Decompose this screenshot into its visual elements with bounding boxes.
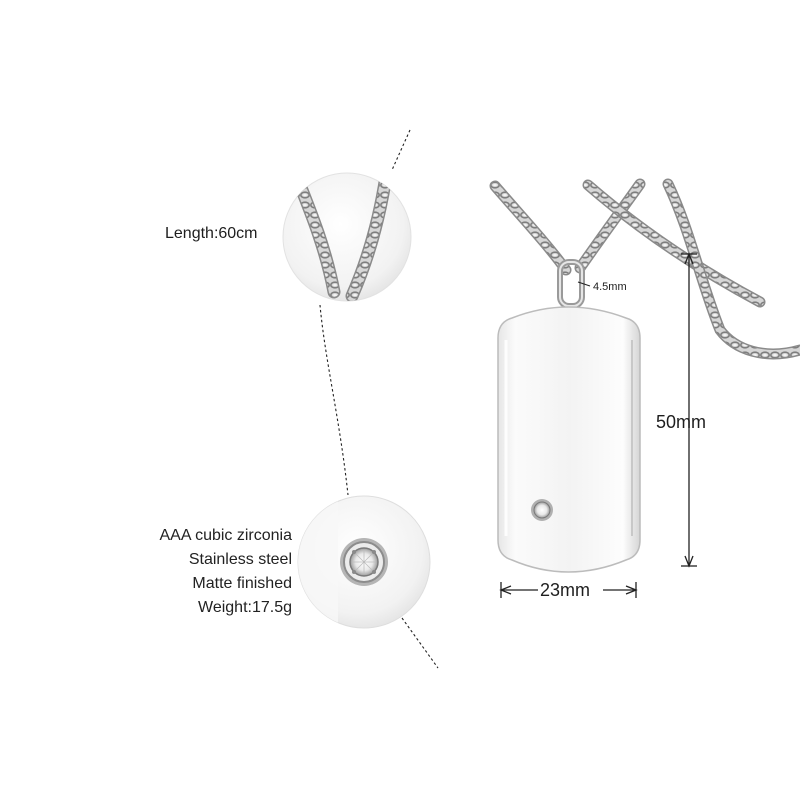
spec-stone: AAA cubic zirconia xyxy=(159,527,292,544)
width-dimension-label: 23mm xyxy=(540,580,591,600)
width-dimension-line xyxy=(499,582,638,598)
dog-tag-pendant xyxy=(497,306,641,573)
spec-list: AAA cubic zirconia Stainless steel Matte… xyxy=(159,524,292,620)
bail-ring xyxy=(557,259,585,309)
spec-weight: Weight:17.5g xyxy=(198,599,292,616)
spec-material: Stainless steel xyxy=(188,551,292,568)
stone-detail-disc xyxy=(297,495,431,629)
spec-finish: Matte finished xyxy=(192,575,292,592)
ring-dimension-label: 4.5mm xyxy=(593,281,627,293)
height-dimension-label: 50mm xyxy=(656,412,707,432)
chain xyxy=(489,178,800,360)
chain-detail-disc xyxy=(282,172,412,302)
guide-line xyxy=(319,129,439,669)
ring-dimension-arrow xyxy=(577,281,591,287)
height-dimension-line xyxy=(681,252,697,568)
chain-length-label: Length:60cm xyxy=(165,225,258,242)
